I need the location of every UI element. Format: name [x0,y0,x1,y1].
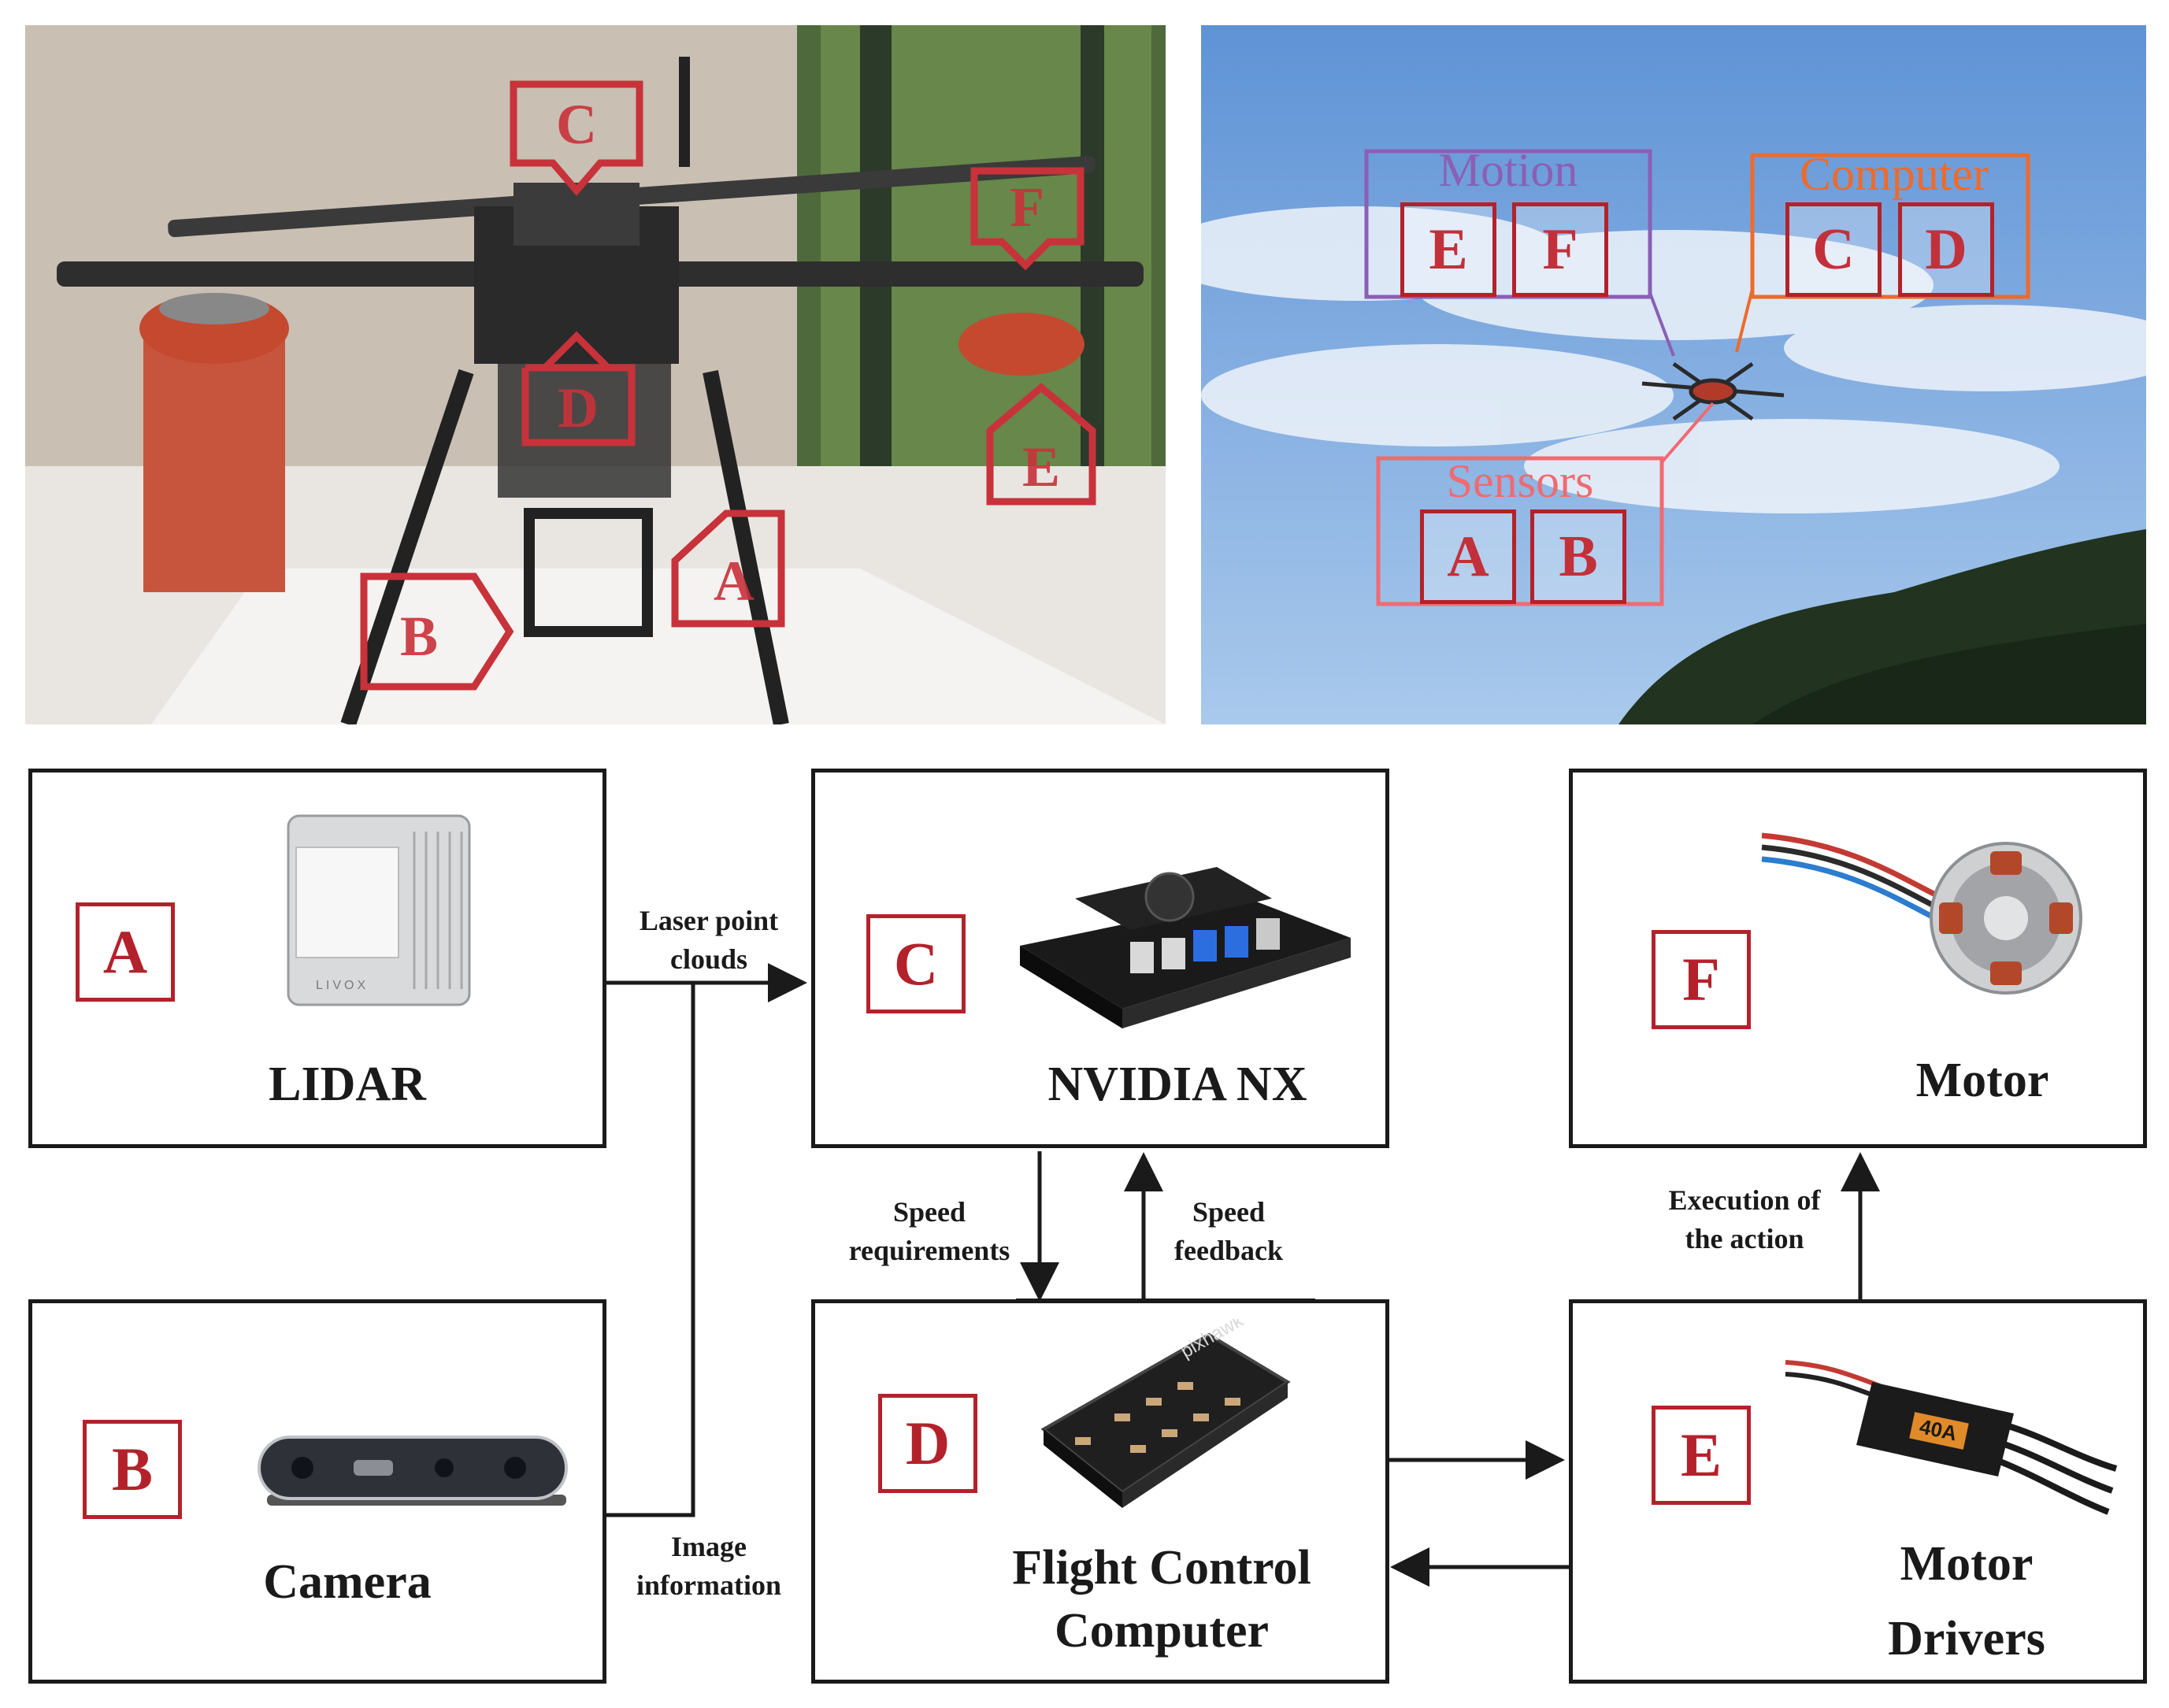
computer-group-frame [1750,153,2030,299]
marker-f-callout [970,167,1084,271]
lidar-device-image: LIVOX [287,814,471,1006]
motion-group-title: Motion [1438,144,1578,196]
motor-block: F Motor [1569,769,2147,1148]
motion-letter-e: E [1400,202,1496,297]
speed-feedback-line1: Speed [1192,1196,1266,1228]
camera-block: B Camera [28,1299,606,1684]
marker-d-callout [521,331,636,446]
motor-name: Motor [1915,1054,2049,1107]
drone-indoor-illustration: C F D E A B [25,25,1166,724]
nvidia-board-image [1020,867,1351,1028]
marker-d-letter: D [558,376,599,439]
marker-c-letter: C [556,93,597,156]
sensors-letter-b: B [1530,509,1626,604]
lidar-letter: A [76,902,175,1002]
execution-label: Execution of the action [1638,1181,1851,1258]
sensors-letter-a: A [1420,509,1516,604]
computer-letter-c: C [1785,202,1882,297]
marker-a-letter: A [714,550,755,613]
fcc-letter: D [878,1394,977,1493]
marker-b-letter: B [400,605,438,668]
esc-image: 40A [1785,1360,2118,1515]
marker-f-letter: F [1010,176,1044,239]
marker-c-callout [510,80,643,196]
lidar-name: LIDAR [269,1058,426,1111]
pixhawk-image: pixhawk [1040,1319,1291,1508]
marker-e-letter: E [1022,435,1060,498]
image-label: Image information [606,1528,811,1604]
camera-name: Camera [263,1555,432,1609]
speed-requirements-line2: requirements [848,1234,1010,1266]
execution-line1: Execution of [1668,1184,1821,1216]
marker-e-callout [986,383,1096,506]
speed-requirements-line1: Speed [892,1196,966,1228]
motor-drivers-name-line1: Motor [1900,1537,2034,1591]
computer-group-title: Computer [1800,148,1989,200]
computer-letter-d: D [1898,202,1994,297]
fcc-block: D pixhawk Flight Control Computer [811,1299,1389,1684]
laser-label-line1: Laser point [639,905,779,936]
nvidia-letter: C [866,914,966,1013]
sensors-group-title: Sensors [1446,455,1594,507]
camera-device-image [258,1436,568,1506]
laser-label: Laser point clouds [606,902,811,978]
nvidia-block: C NVIDIA NX [811,769,1389,1148]
image-label-line1: Image [671,1531,747,1562]
speed-feedback-line2: feedback [1174,1234,1283,1266]
drone-flight-illustration [1201,25,2146,724]
sensors-group-frame [1376,456,1664,606]
drone-photo-indoor: C F D E A B [25,25,1166,724]
motor-image [1761,832,2082,995]
laser-label-line2: clouds [669,943,748,975]
motor-letter: F [1652,930,1751,1029]
speed-requirements-label: Speed requirements [835,1193,1024,1269]
flying-drone [1641,361,1785,421]
camera-letter: B [83,1420,182,1519]
execution-line2: the action [1685,1222,1804,1254]
lidar-block: A LIVOX LIDAR [28,769,606,1148]
nvidia-name: NVIDIA NX [1047,1058,1307,1111]
marker-b-callout [360,572,514,691]
fcc-name-line2: Computer [1054,1604,1270,1658]
motion-group-frame [1364,149,1652,299]
line-camera-merge [605,983,695,1517]
drone-photo-flight: Motion Computer Sensors E F C D A B [1201,25,2146,724]
motor-drivers-letter: E [1652,1406,1751,1505]
motion-letter-f: F [1512,202,1608,297]
marker-a-callout [671,509,785,628]
motor-drivers-name-line2: Drivers [1888,1612,2045,1665]
speed-feedback-label: Speed feedback [1150,1193,1307,1269]
lidar-device-label: LIVOX [316,979,369,992]
motor-drivers-block: E 40A Motor Drivers [1569,1299,2147,1684]
fcc-name-line1: Flight Control [1012,1541,1311,1595]
image-label-line2: information [636,1569,781,1601]
